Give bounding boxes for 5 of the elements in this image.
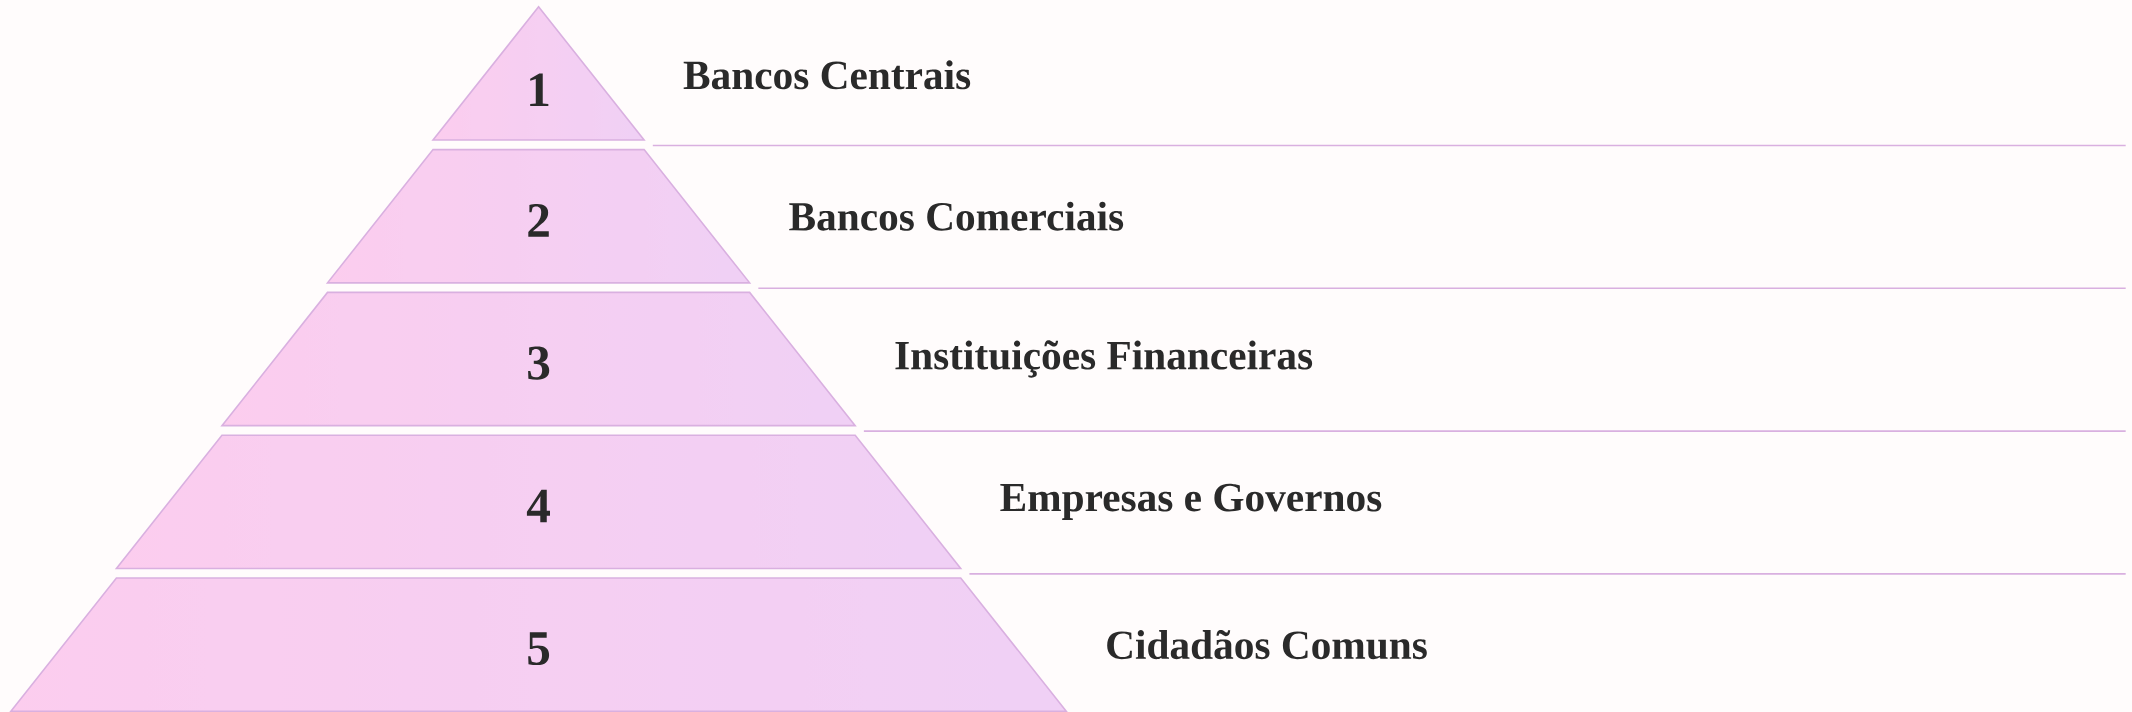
level-label: Bancos Centrais <box>683 60 971 90</box>
level-label: Instituições Financeiras <box>895 340 1313 378</box>
level-label: Bancos Comerciais <box>789 201 1124 231</box>
level-label: Empresas e Governos <box>1000 483 1382 520</box>
level-label: Cidadãos Comuns <box>1107 629 1427 660</box>
